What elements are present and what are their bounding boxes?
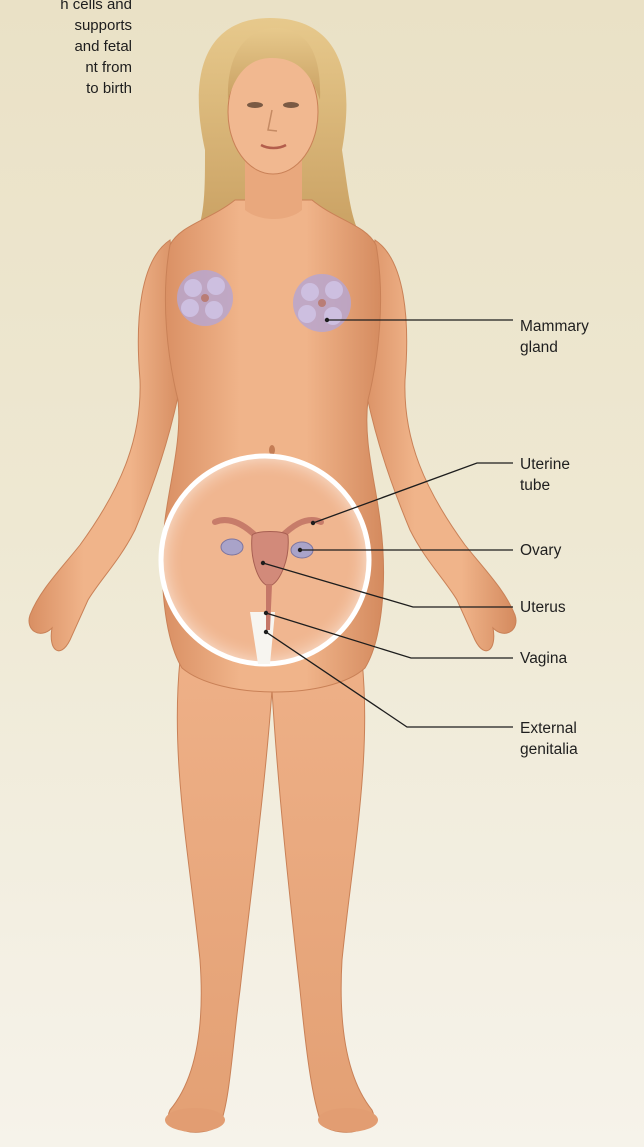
label-external-genitalia-line2: genitalia	[520, 739, 578, 760]
right-mammary-gland	[293, 274, 351, 332]
label-uterus-line1: Uterus	[520, 597, 566, 618]
label-ovary-line1: Ovary	[520, 540, 561, 561]
label-ovary: Ovary	[520, 540, 561, 561]
label-uterine-tube-line2: tube	[520, 475, 570, 496]
label-external-genitalia-line1: External	[520, 718, 578, 739]
navel	[269, 445, 275, 455]
right-foot	[318, 1108, 378, 1132]
left-foot	[165, 1108, 225, 1132]
left-arm	[29, 240, 185, 651]
label-uterus: Uterus	[520, 597, 566, 618]
left-eye	[247, 102, 263, 108]
left-mammary-gland	[177, 270, 233, 326]
left-leg	[168, 660, 272, 1132]
right-leg	[272, 660, 374, 1132]
label-vagina-line1: Vagina	[520, 648, 567, 669]
label-uterine-tube: Uterine tube	[520, 454, 570, 496]
right-eye	[283, 102, 299, 108]
label-mammary-gland-line2: gland	[520, 337, 589, 358]
label-mammary-gland: Mammary gland	[520, 316, 589, 358]
label-vagina: Vagina	[520, 648, 567, 669]
label-external-genitalia: External genitalia	[520, 718, 578, 760]
label-uterine-tube-line1: Uterine	[520, 454, 570, 475]
label-mammary-gland-line1: Mammary	[520, 316, 589, 337]
ovary-left	[221, 539, 243, 555]
